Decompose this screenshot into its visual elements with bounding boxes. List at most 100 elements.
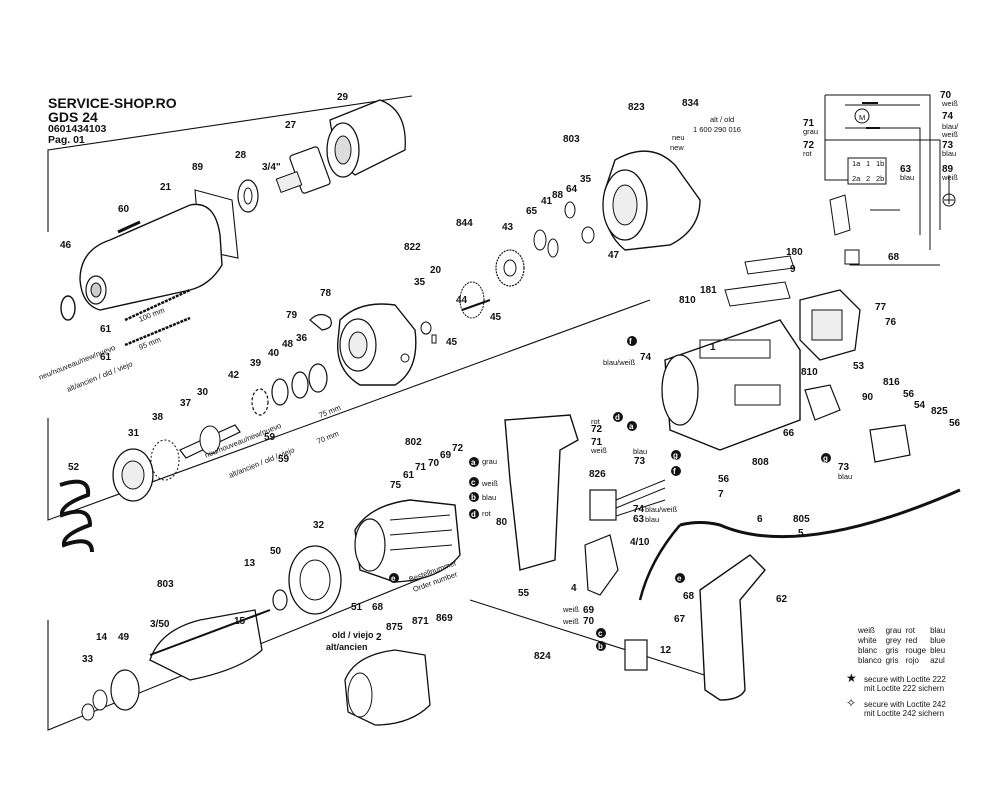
svg-text:b: b [471, 493, 476, 502]
callout-46: 46 [60, 240, 72, 251]
marker-b-trigger: b [596, 641, 606, 651]
loctite-222-en: secure with Loctite 222 [864, 675, 946, 684]
callout-844: 844 [456, 218, 473, 229]
callout-30: 30 [197, 387, 209, 398]
switch-2: 2 [866, 174, 870, 183]
callout-56-right: 56 [903, 389, 915, 400]
callout-88: 88 [552, 190, 564, 201]
callout-6: 6 [757, 514, 763, 525]
marker-a-left: a [469, 457, 479, 467]
callout-824: 824 [534, 651, 551, 662]
callout-13: 13 [244, 558, 256, 569]
loctite-242-note: ✧ secure with Loctite 242 mit Loctite 24… [846, 697, 946, 718]
callout-69-trigger: 69 [583, 605, 595, 616]
legend-cell: blau [930, 626, 946, 635]
callout-66: 66 [783, 428, 795, 439]
loctite-242-de: mit Loctite 242 sichern [864, 709, 945, 718]
svg-text:d: d [471, 510, 476, 519]
handle-cover-7 [699, 554, 766, 701]
wire-g-blau: blau [838, 472, 852, 481]
callout-4: 4 [571, 583, 577, 594]
svg-text:b: b [598, 642, 603, 651]
callout-56-far: 56 [949, 418, 961, 429]
callout-35-top: 35 [580, 174, 592, 185]
callout-68-stator: 68 [372, 602, 384, 613]
svg-text:c: c [598, 629, 603, 638]
wire-a-grau: grau [482, 457, 497, 466]
callout-802: 802 [405, 437, 422, 448]
wire-f-blauweiss: blau/weiß [603, 358, 636, 367]
switch-blauweiss: blau/weiß [645, 505, 678, 514]
callout-9: 9 [790, 264, 796, 275]
wire-c-weiss: weiß [481, 479, 498, 488]
legend-cell: rojo [905, 656, 919, 665]
callout-47: 47 [608, 250, 620, 261]
callout-61-upper: 61 [100, 324, 112, 335]
callout-75: 75 [390, 480, 402, 491]
motor-cover-823 [602, 150, 701, 251]
anvil-27 [275, 146, 331, 194]
callout-44: 44 [456, 295, 468, 306]
callout-834: 834 [682, 98, 699, 109]
callout-31: 31 [128, 428, 140, 439]
legend-cell: azul [930, 656, 945, 665]
old-stator-875 [344, 649, 431, 726]
callout-181: 181 [700, 285, 717, 296]
schema-weiss-2: weiß [941, 130, 958, 139]
callout-53: 53 [853, 361, 865, 372]
marker-e-trigger: e [675, 573, 685, 583]
trigger-weiss-70: weiß [562, 617, 579, 626]
callout-27: 27 [285, 120, 297, 131]
callout-79: 79 [286, 310, 298, 321]
svg-text:a: a [629, 422, 634, 431]
callout-67: 67 [674, 614, 686, 625]
callout-20: 20 [430, 265, 442, 276]
legend-cell: white [858, 636, 877, 645]
callout-73-right: 73 [838, 462, 850, 473]
callout-70-trigger: 70 [583, 616, 595, 627]
marker-g-switch: g [671, 450, 681, 460]
legend-cell: blanco [858, 656, 882, 665]
cover-77 [799, 289, 861, 361]
legend-cell: gris [885, 646, 899, 655]
callout-45-left: 45 [446, 337, 458, 348]
stator-802 [354, 499, 461, 583]
switch-1: 1 [866, 159, 870, 168]
svg-text:f: f [673, 467, 676, 476]
callout-drive-size: 3/4" [262, 162, 281, 173]
wire-color-legend: weiß grau rot blau white grey red blue b… [858, 626, 949, 666]
switch-grau-weiss: weiß [590, 446, 607, 455]
legend-cell: bleu [930, 646, 946, 655]
legend-row-de: weiß grau rot blau [858, 626, 949, 636]
callout-70-schema: 70 [940, 90, 952, 101]
model-title: GDS 24 [48, 109, 98, 125]
callout-54: 54 [914, 400, 926, 411]
callout-29: 29 [337, 92, 349, 103]
legend-cell: weiß [858, 626, 875, 635]
callout-61-stator: 61 [403, 470, 415, 481]
callout-35-mid: 35 [414, 277, 426, 288]
rings-36-48-40 [251, 363, 328, 416]
fan-guard-32 [288, 545, 342, 615]
schema-rot: rot [803, 149, 813, 158]
callout-2: 2 [376, 632, 382, 643]
callout-65: 65 [526, 206, 538, 217]
callout-73-schema: 73 [942, 140, 954, 151]
schema-weiss-top: weiß [941, 99, 958, 108]
neu-label: neu [672, 133, 685, 142]
callout-56-cable: 56 [718, 474, 730, 485]
trigger-4 [584, 534, 619, 596]
callout-4-10: 4/10 [630, 537, 650, 548]
callout-36: 36 [296, 333, 308, 344]
switch-rot: rot [591, 417, 601, 426]
callout-62: 62 [776, 594, 788, 605]
callout-822: 822 [404, 242, 421, 253]
brush-holder-816 [804, 384, 841, 421]
callout-15: 15 [234, 616, 246, 627]
callout-73-switch: 73 [634, 456, 646, 467]
callout-21: 21 [160, 182, 172, 193]
loctite-222-de: mit Loctite 222 sichern [864, 684, 945, 693]
trigger-weiss-69: weiß [562, 605, 579, 614]
schema-grau: grau [803, 127, 818, 136]
spindle-844 [459, 281, 491, 319]
